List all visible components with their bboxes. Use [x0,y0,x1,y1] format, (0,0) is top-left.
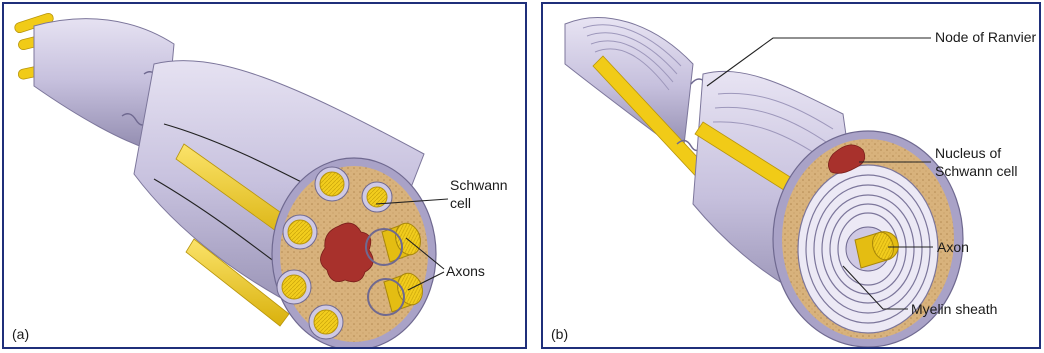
label-axons: Axons [446,263,485,279]
label-axon: Axon [937,239,969,255]
panel-b-illustration: Node of Ranvier Nucleus of Schwann cell … [543,4,1041,349]
label-myelin-sheath: Myelin sheath [911,301,997,317]
panel-b-letter: (b) [551,326,568,342]
panel-b-myelinated: Node of Ranvier Nucleus of Schwann cell … [541,2,1041,349]
label-schwann-cell-line2: cell [450,195,471,211]
label-nucleus-line2: Schwann cell [935,163,1018,179]
panel-a-letter: (a) [12,326,29,342]
label-node-of-ranvier: Node of Ranvier [935,29,1037,45]
label-schwann-cell-line1: Schwann [450,177,508,193]
panel-a-unmyelinated: Schwann cell Axons (a) [2,2,527,349]
label-nucleus-line1: Nucleus of [935,145,1001,161]
cross-section-face [272,158,436,349]
panel-a-illustration: Schwann cell Axons (a) [4,4,527,349]
